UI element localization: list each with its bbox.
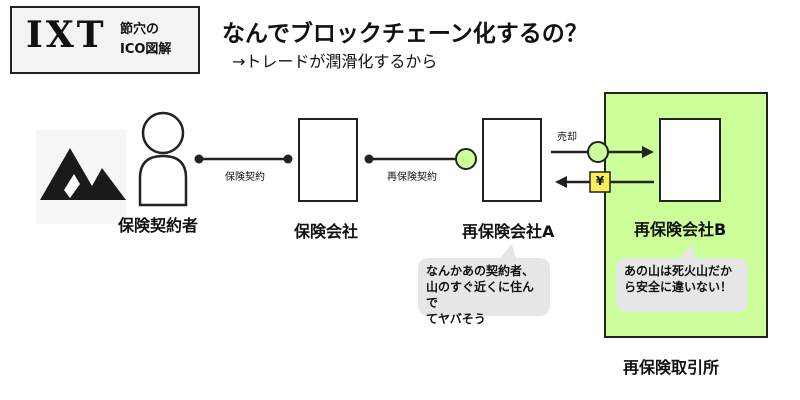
ixt-logo: IXT 節穴の ICO図解 [10,6,200,74]
yen-symbol: ¥ [595,174,605,188]
bubble-a-line1: なんかあの契約者、 [426,264,535,278]
speech-bubble-b: あの山は死火山だか ら安全に違いない！ [616,258,748,312]
contract1-label: 保険契約 [225,172,265,183]
bubble-b-line1: あの山は死火山だか [624,264,733,278]
bubble-a-line2: 山のすぐ近くに住んで [426,280,535,310]
yen-icon [589,171,611,193]
sell-label: 売却 [557,132,577,143]
bubble-a-line3: てヤバそう [426,312,486,326]
insurer-document-icon [298,118,358,202]
logo-text: IXT [26,14,107,56]
contract-link-1 [194,154,293,164]
bubble-a-tail [500,244,516,258]
sell-arrow [551,141,654,163]
insurer-label: 保険会社 [294,222,359,241]
reinsurer-a-document-icon [482,118,542,202]
bubble-b-tail [680,244,696,258]
contract2-label: 再保険契約 [387,172,437,183]
logo-subtitle-line1: 節穴の [120,22,160,37]
policyholder-label: 保険契約者 [118,216,199,235]
reinsurer-b-document-icon [659,118,721,202]
bubble-b-line2: ら安全に違いない！ [624,280,733,294]
logo-subtitle-line2: ICO図解 [120,42,172,57]
speech-bubble-a: なんかあの契約者、 山のすぐ近くに住んで てヤバそう [418,258,550,326]
reinsurer-b-label: 再保険会社B [634,220,727,239]
mountain-icon [36,130,126,224]
person-icon [138,111,188,207]
reinsurer-a-label: 再保険会社A [462,222,555,241]
page-subtitle: →トレードが潤滑化するから [232,52,438,71]
exchange-label: 再保険取引所 [623,358,720,377]
contract-link-2 [364,148,477,170]
page-title: なんでブロックチェーン化するの？ [222,21,588,47]
